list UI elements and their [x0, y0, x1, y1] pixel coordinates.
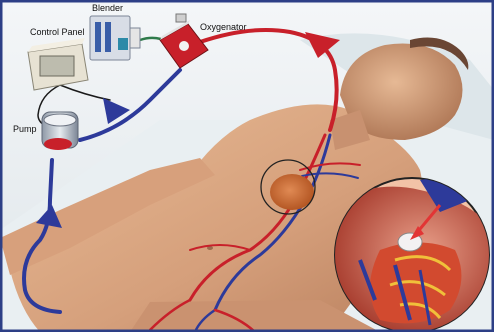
blender-label: Blender [92, 3, 123, 13]
control-panel-label: Control Panel [30, 27, 85, 37]
pump-device [42, 112, 78, 150]
oxygenator-label: Oxygenator [200, 22, 247, 32]
pump-label: Pump [13, 124, 37, 134]
